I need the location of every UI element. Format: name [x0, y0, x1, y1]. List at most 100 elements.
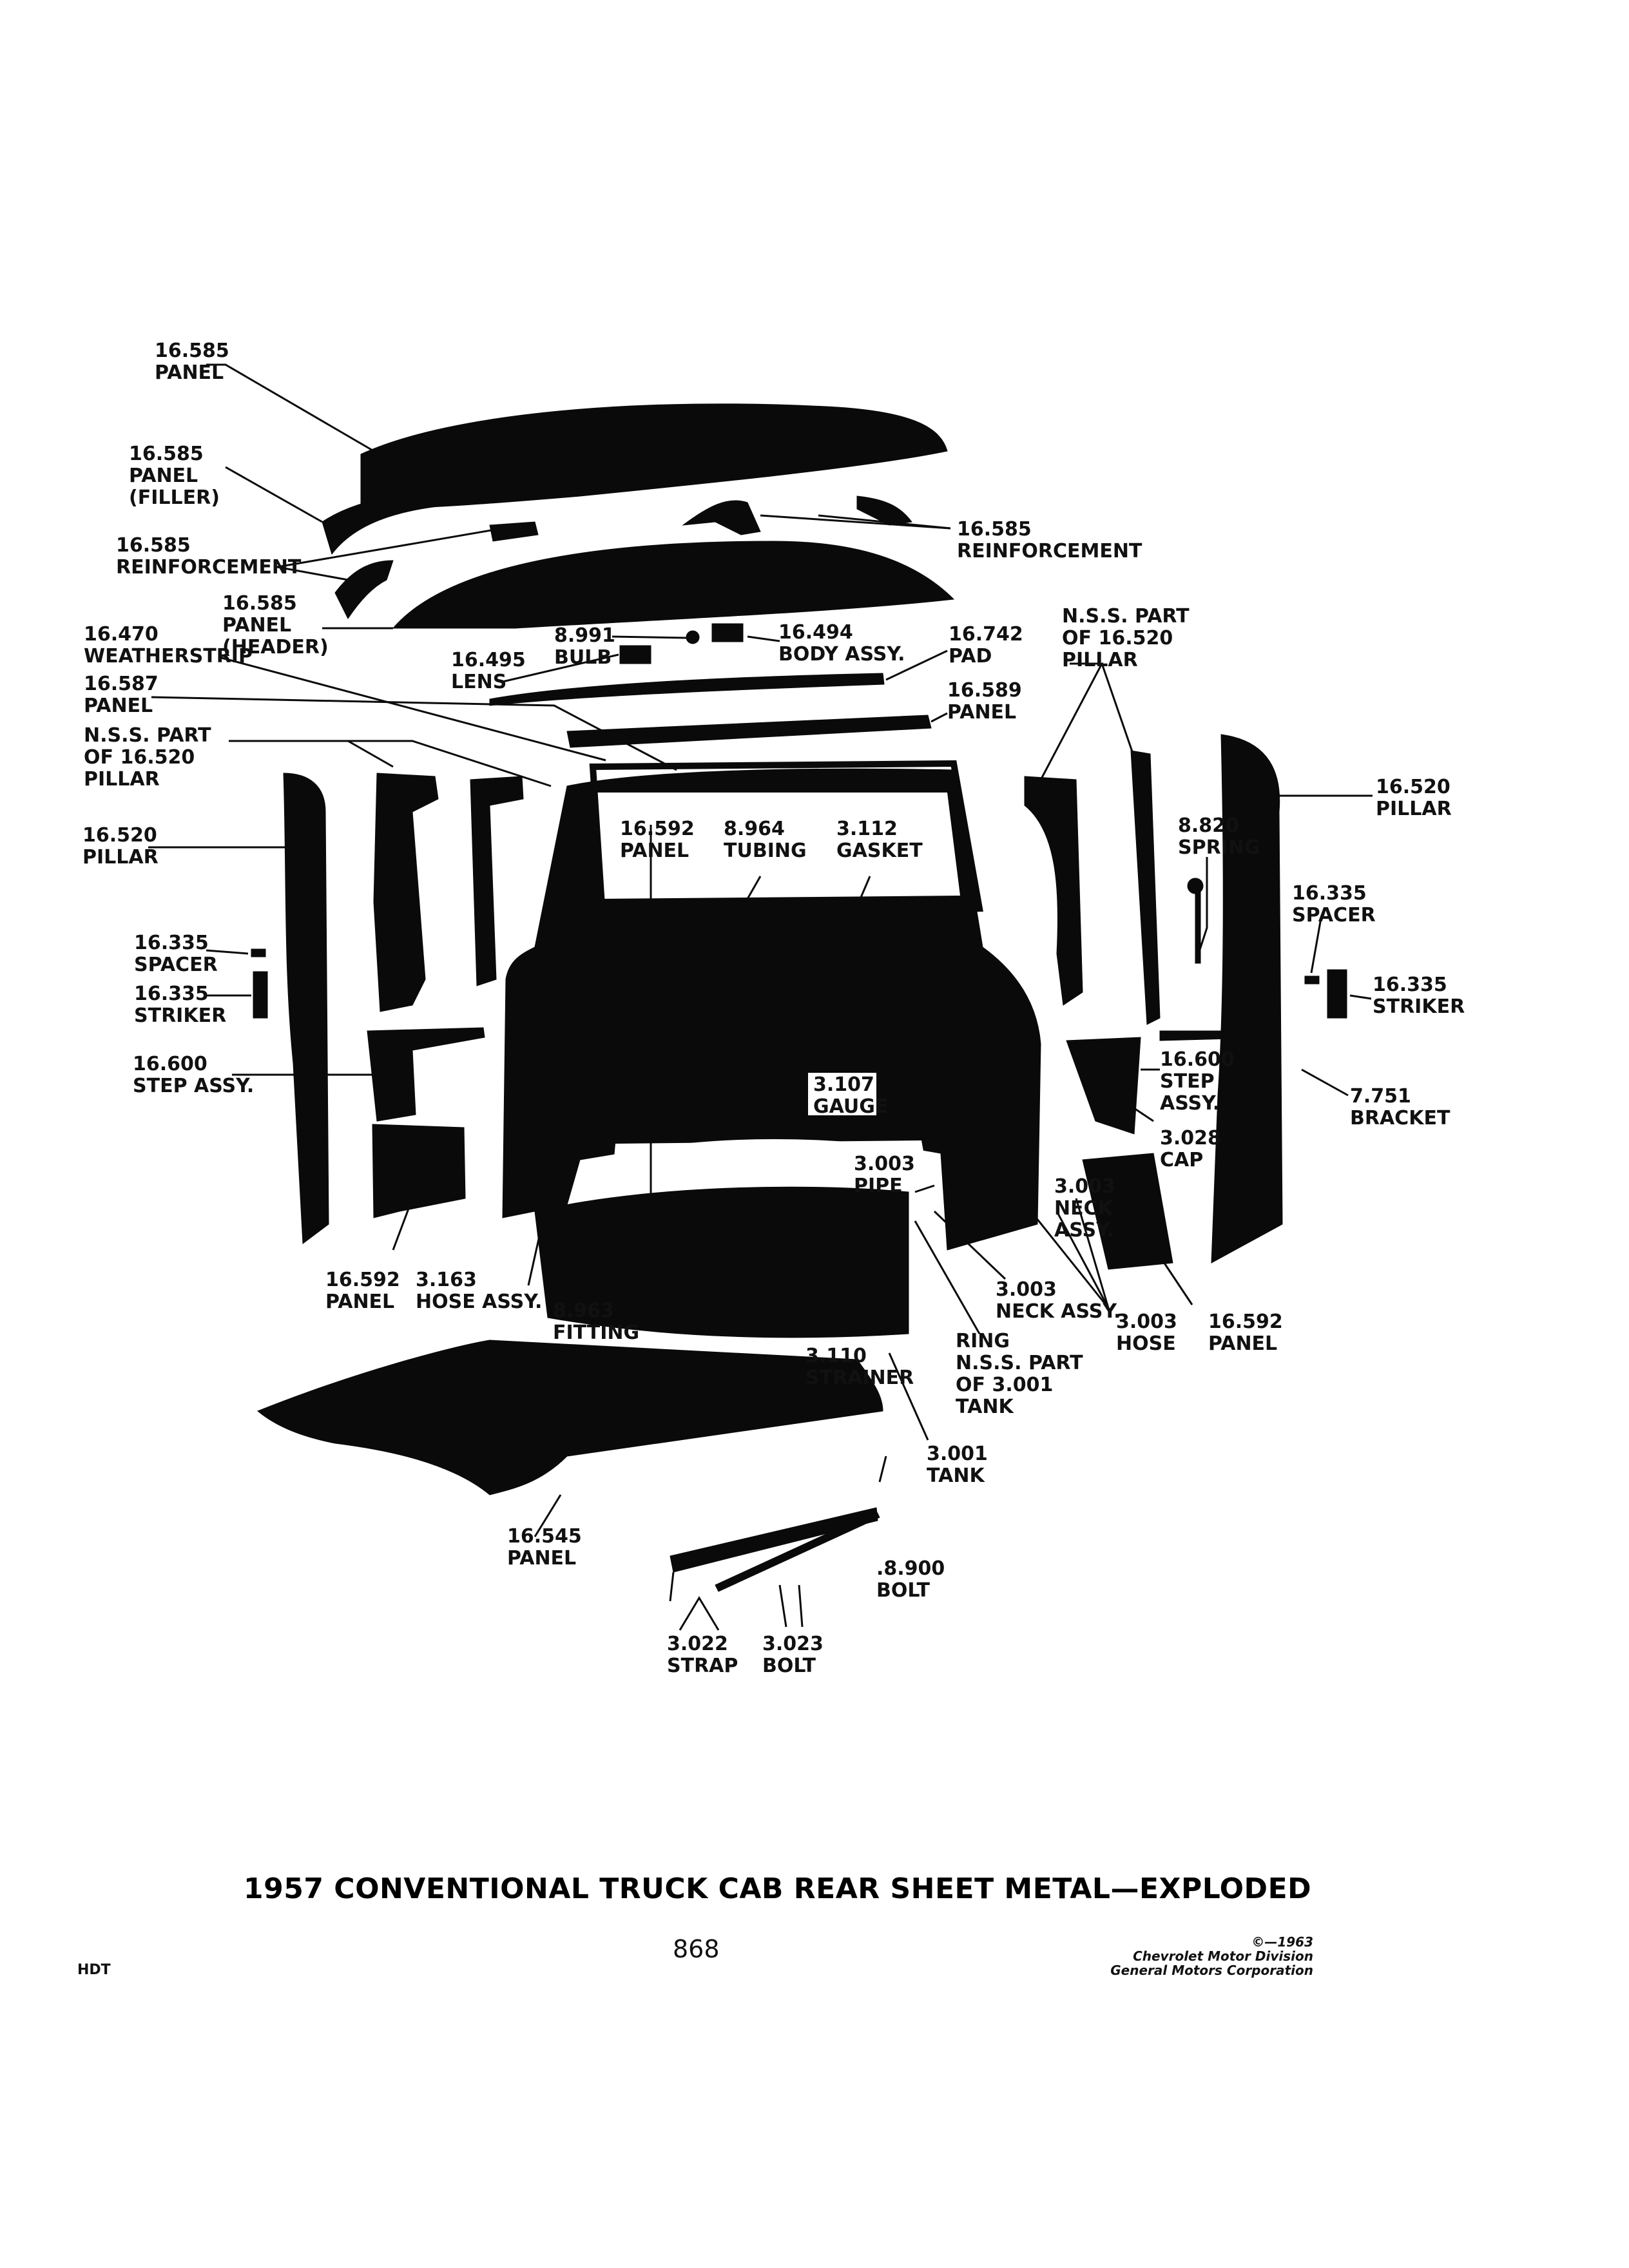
part-number: 16.585	[957, 518, 1032, 541]
spacer-left-part	[251, 948, 266, 957]
pad-part	[489, 673, 885, 706]
part-name: PANEL	[620, 840, 689, 862]
label-pad: 16.742 PAD	[949, 624, 1023, 668]
copyright-block: ©—1963 Chevrolet Motor Division General …	[1110, 1935, 1313, 1977]
part-number: 3.163	[416, 1269, 477, 1291]
part-name: STRIKER	[1373, 995, 1465, 1018]
part-name: PANEL	[129, 465, 198, 487]
part-number: 3.003	[996, 1278, 1057, 1301]
part-note: N.S.S. PART	[956, 1352, 1083, 1374]
label-pillar-left: 16.520 PILLAR	[82, 825, 159, 869]
striker-right-part	[1327, 969, 1347, 1019]
label-panel-592-right: 16.592 PANEL	[1208, 1311, 1283, 1355]
page-title: 1957 CONVENTIONAL TRUCK CAB REAR SHEET M…	[244, 1872, 1312, 1905]
part-note: PILLAR	[1062, 649, 1138, 671]
label-tank: 3.001 TANK	[927, 1443, 988, 1487]
part-name: PANEL	[947, 701, 1017, 724]
part-name: NECK ASSY.	[996, 1300, 1121, 1323]
nss-left-2	[470, 776, 524, 986]
part-number: 16.592	[620, 818, 695, 840]
part-name: HOSE	[1116, 1332, 1176, 1355]
part-subname: (HEADER)	[222, 636, 329, 658]
part-name: REINFORCEMENT	[957, 540, 1142, 562]
part-number: 3.023	[762, 1633, 824, 1655]
part-name: STEP ASSY.	[133, 1075, 255, 1097]
part-name: PANEL	[325, 1291, 395, 1313]
striker-left-part	[253, 971, 268, 1019]
part-number: 16.585	[129, 443, 204, 465]
label-hose-assy: 3.163 HOSE ASSY.	[416, 1269, 542, 1313]
reinforcement-center	[682, 500, 761, 535]
step-left-part	[367, 1027, 485, 1122]
label-panel-587: 16.587 PANEL	[84, 673, 159, 717]
part-name: STEP	[1160, 1070, 1215, 1093]
part-number: 16.545	[507, 1525, 582, 1548]
part-name: PILLAR	[82, 846, 159, 869]
part-name: REINFORCEMENT	[116, 556, 302, 579]
part-name: PAD	[949, 645, 992, 668]
leader-lines	[148, 363, 1373, 1631]
label-step-right: 16.600 STEP ASSY.	[1160, 1049, 1235, 1115]
part-number: 3.110	[805, 1345, 867, 1367]
rear-window-opening	[593, 793, 960, 899]
part-number: 16.585	[222, 592, 297, 615]
label-lens: 16.495 LENS	[451, 649, 526, 693]
part-name: STRAP	[667, 1655, 738, 1677]
filler-panel	[322, 490, 484, 555]
part-number: 3.003	[854, 1153, 915, 1175]
label-spacer-left: 16.335 SPACER	[134, 932, 218, 976]
part-name: BODY ASSY.	[778, 643, 905, 666]
part-name: SPACER	[134, 954, 218, 976]
part-number: 3.001	[927, 1443, 988, 1465]
part-number: 16.335	[1292, 882, 1367, 905]
copyright-division: Chevrolet Motor Division	[1133, 1948, 1313, 1964]
strap-2	[715, 1510, 880, 1592]
header-panel	[392, 541, 955, 629]
bracket-part	[1159, 1030, 1233, 1041]
part-note: OF 16.520	[1062, 627, 1173, 649]
part-number: 16.585	[116, 534, 191, 557]
part-name: BRACKET	[1350, 1107, 1451, 1129]
part-number: 3.107	[813, 1073, 874, 1096]
label-panel-592-left: 16.592 PANEL	[325, 1269, 400, 1313]
section-code: HDT	[77, 1962, 111, 1978]
part-number: 16.742	[949, 623, 1023, 646]
part-number: 16.520	[82, 824, 157, 847]
part-number: 16.600	[1160, 1048, 1235, 1071]
part-number: 16.600	[133, 1053, 207, 1075]
part-number: 16.592	[325, 1269, 400, 1291]
label-reinforcement-left: 16.585 REINFORCEMENT	[116, 535, 301, 579]
label-bulb: 8.991 BULB	[554, 625, 615, 669]
floor-panel	[257, 1340, 883, 1495]
part-number: 8.820	[1178, 814, 1239, 837]
part-name: SPACER	[1292, 904, 1376, 927]
part-note: OF 3.001	[956, 1374, 1054, 1396]
lamp-body	[711, 623, 744, 642]
part-name: BOLT	[762, 1655, 816, 1677]
tank-opening	[612, 1140, 928, 1179]
panel-589	[566, 715, 932, 748]
spring-part	[1187, 878, 1204, 894]
label-ring: RING N.S.S. PART OF 3.001 TANK	[956, 1331, 1083, 1418]
pillar-left	[283, 773, 329, 1244]
label-nss-left: N.S.S. PART OF 16.520 PILLAR	[84, 725, 211, 791]
part-note: PILLAR	[84, 768, 160, 791]
label-spring: 8.820 SPRING	[1178, 815, 1260, 859]
nss-right-2	[1130, 750, 1161, 1025]
part-name: ASSY.	[1160, 1092, 1220, 1115]
label-pillar-right: 16.520 PILLAR	[1376, 776, 1452, 820]
spacer-right-part	[1304, 975, 1320, 985]
label-panel-592-top: 16.592 PANEL	[620, 818, 695, 862]
bulb-part	[686, 630, 700, 644]
part-name: LENS	[451, 671, 507, 693]
label-panel-545: 16.545 PANEL	[507, 1526, 582, 1570]
reinforcement-left-2	[334, 560, 394, 619]
part-name: STRIKER	[134, 1004, 227, 1027]
part-note: N.S.S. PART	[84, 724, 211, 747]
label-bolt-023: 3.023 BOLT	[762, 1633, 824, 1677]
part-name: PANEL	[507, 1547, 577, 1570]
label-panel-589: 16.589 PANEL	[947, 680, 1022, 724]
label-bracket: 7.751 BRACKET	[1350, 1086, 1450, 1129]
part-name: GAUGE	[813, 1095, 889, 1118]
